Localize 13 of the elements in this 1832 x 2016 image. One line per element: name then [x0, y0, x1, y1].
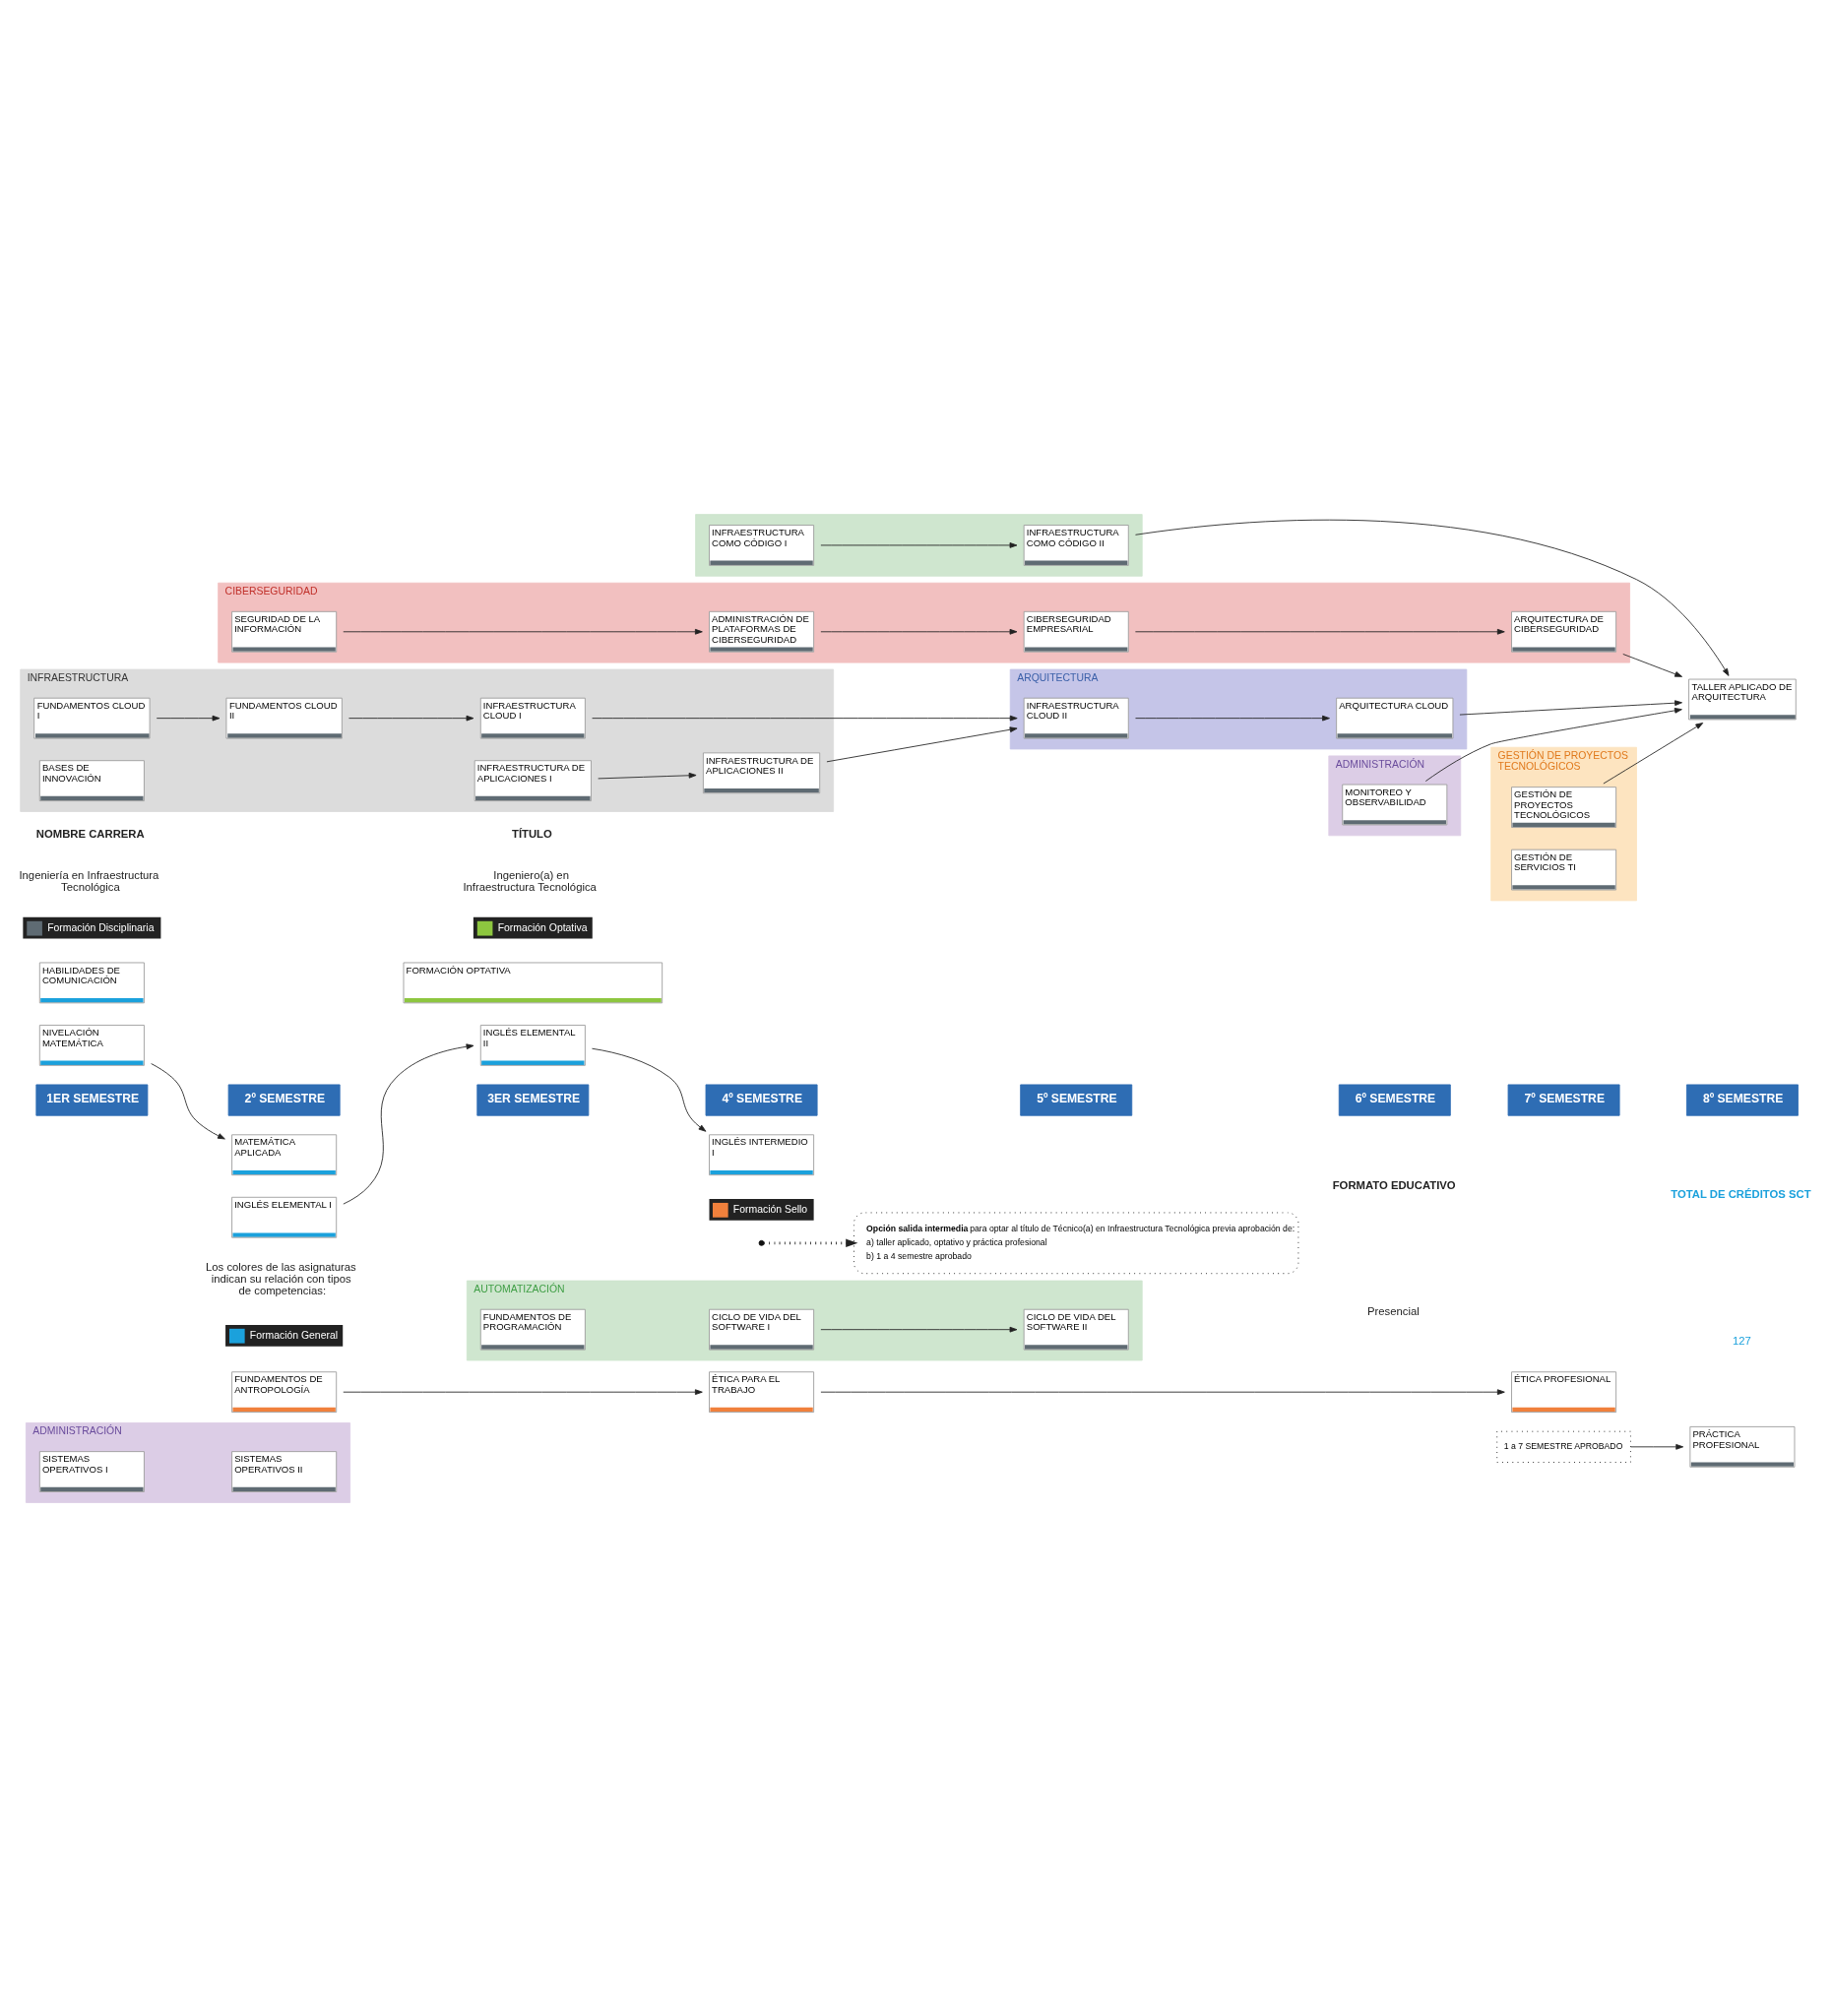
legend-label: Formación Disciplinaria: [46, 921, 154, 933]
label: Ingeniería en Infraestructura Tecnológica: [18, 868, 158, 893]
label: Los colores de las asignaturas indican su relación con tipos de competencias:: [205, 1260, 356, 1296]
label: NOMBRE CARRERA: [35, 827, 145, 840]
label: Presencial: [1366, 1304, 1420, 1317]
legend-label: Formación Sello: [732, 1203, 807, 1215]
label: TÍTULO: [511, 827, 552, 840]
legend-label: Formación Optativa: [497, 921, 588, 933]
legend-label: Formación General: [249, 1329, 338, 1341]
label: 127: [1732, 1334, 1751, 1347]
label: Ingeniero(a) en Infraestructura Tecnológica: [462, 868, 597, 893]
label: FORMATO EDUCATIVO: [1332, 1178, 1456, 1191]
label: TOTAL DE CRÉDITOS SCT: [1670, 1187, 1811, 1200]
